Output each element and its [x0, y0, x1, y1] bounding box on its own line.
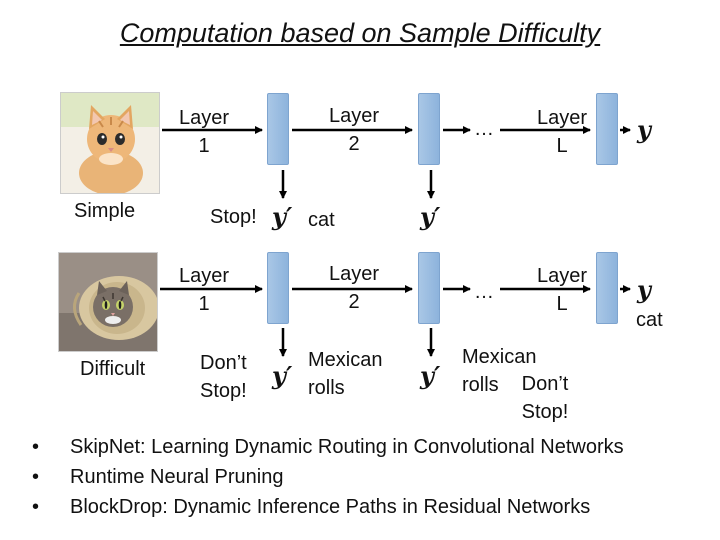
- kitten-photo: [60, 92, 160, 194]
- top-layer-2-label: Layer 2: [328, 105, 380, 155]
- top-ellipsis: …: [474, 118, 494, 140]
- bottom-output-result: cat: [636, 309, 663, 331]
- bullet-text: SkipNet: Learning Dynamic Routing in Con…: [70, 436, 624, 458]
- list-item: • Runtime Neural Pruning: [32, 462, 624, 492]
- bottom-layer-L-block: [596, 252, 618, 324]
- reference-list: • SkipNet: Learning Dynamic Routing in Co…: [32, 432, 624, 522]
- simple-label: Simple: [74, 200, 136, 222]
- top-exit-2-y-prime: y′: [420, 202, 441, 231]
- bottom-layer-2-block: [418, 252, 440, 324]
- top-layer-L-label: Layer L: [536, 107, 588, 157]
- bullet-text: BlockDrop: Dynamic Inference Paths in Re…: [70, 496, 591, 518]
- difficult-label: Difficult: [80, 358, 146, 380]
- top-stop-text: Stop!: [210, 206, 257, 228]
- bottom-dont-stop-text: Don’t Stop!: [200, 352, 247, 402]
- bottom-layer-1-label: Layer 1: [178, 265, 230, 315]
- bullet-glyph: •: [32, 436, 40, 458]
- top-output-y: y: [637, 115, 651, 144]
- bottom-ellipsis: …: [474, 281, 494, 303]
- list-item: • BlockDrop: Dynamic Inference Paths in R…: [32, 492, 624, 522]
- bottom-layer-1-block: [267, 252, 289, 324]
- bullet-glyph: •: [32, 466, 40, 488]
- list-item: • SkipNet: Learning Dynamic Routing in Co…: [32, 432, 624, 462]
- cat-in-roll-photo: [58, 252, 158, 352]
- top-exit-1-y-prime: y′: [272, 202, 293, 231]
- bottom-exit-2-y-prime: y′: [420, 361, 441, 390]
- bottom-exit-2-result: Mexican rolls: [462, 346, 537, 396]
- bottom-layer-2-label: Layer 2: [328, 263, 380, 313]
- top-layer-L-block: [596, 93, 618, 165]
- bottom-exit-1-result: Mexican rolls: [308, 349, 383, 399]
- top-layer-1-block: [267, 93, 289, 165]
- bullet-glyph: •: [32, 496, 40, 518]
- bottom-exit-1-y-prime: y′: [272, 361, 293, 390]
- top-layer-1-label: Layer 1: [178, 107, 230, 157]
- bullet-text: Runtime Neural Pruning: [70, 466, 284, 488]
- top-layer-2-block: [418, 93, 440, 165]
- bottom-layer-L-label: Layer L: [536, 265, 588, 315]
- bottom-output-y: y: [637, 275, 651, 304]
- bottom-exit-2-dont-stop: Don’t Stop!: [521, 373, 569, 423]
- slide-title: Computation based on Sample Difficulty: [119, 18, 601, 48]
- top-exit-1-result: cat: [308, 209, 335, 231]
